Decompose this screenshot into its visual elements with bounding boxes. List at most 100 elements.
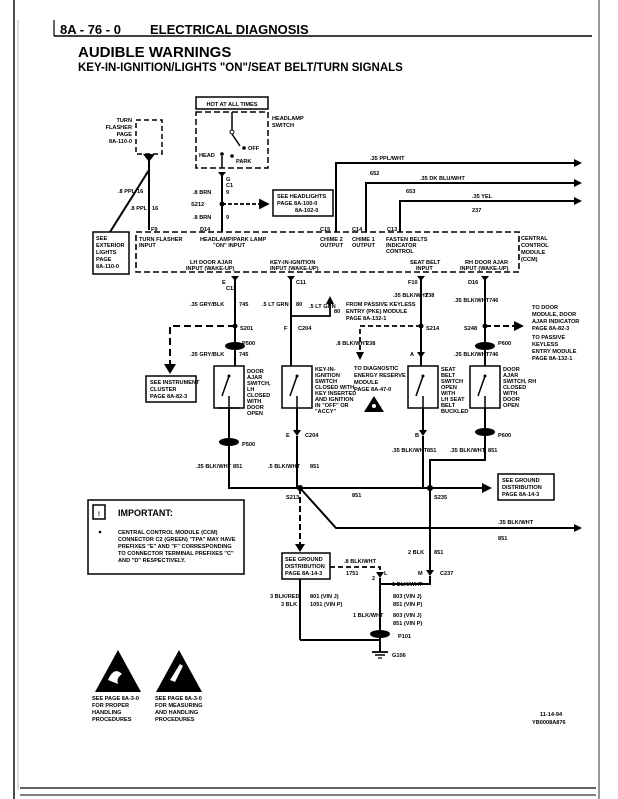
svg-text:851: 851 [427,448,436,454]
svg-text:L: L [384,571,388,577]
svg-text:.8 BLK/WHT: .8 BLK/WHT [344,559,377,565]
svg-text:IN "OFF" OR: IN "OFF" OR [315,403,349,409]
svg-text:G: G [226,177,230,183]
svg-text:1 BLK/WHT: 1 BLK/WHT [392,582,423,588]
esd-warning-icon-left: SEE PAGE 8A-3-0 FOR PROPER HANDLING PROC… [92,650,141,723]
svg-text:851 (VIN P): 851 (VIN P) [393,602,422,608]
svg-text:P600: P600 [498,433,511,439]
svg-text:KEY INSERTED: KEY INSERTED [315,391,356,397]
svg-text:FASTEN BELTS: FASTEN BELTS [386,237,428,243]
svg-text:ENERGY RESERVE: ENERGY RESERVE [354,373,406,379]
svg-text:AND HANDLING: AND HANDLING [155,710,198,716]
svg-text:238: 238 [366,341,375,347]
svg-text:S235: S235 [434,495,447,501]
svg-text:IMPORTANT:: IMPORTANT: [118,508,173,518]
svg-text:CLOSED WITH: CLOSED WITH [315,385,354,391]
svg-text:P500: P500 [242,341,255,347]
svg-text:"ON" INPUT: "ON" INPUT [213,243,246,249]
headlamp-park-wire: G C1 .8 BRN 9 S212 .8 BRN 9 D14 SEE HEAD… [191,172,334,233]
svg-text:851 (VIN P): 851 (VIN P) [393,621,422,627]
svg-text:P101: P101 [398,634,411,640]
svg-text:PAGE 8A-14-3: PAGE 8A-14-3 [502,492,539,498]
svg-text:C1: C1 [226,183,233,189]
svg-text:8A-110-0: 8A-110-0 [96,264,119,270]
footer: 11-14-94 YB0008A876 [532,712,566,726]
svg-text:BUCKLED: BUCKLED [441,409,468,415]
svg-text:SEE PAGE 8A-3-0: SEE PAGE 8A-3-0 [92,696,139,702]
svg-text:11-14-94: 11-14-94 [540,712,563,718]
svg-text:BELT: BELT [441,373,456,379]
svg-text:FLASHER: FLASHER [106,125,132,131]
svg-text:AND "D" RESPECTIVELY.: AND "D" RESPECTIVELY. [118,558,186,564]
svg-text:CHIME 2: CHIME 2 [320,237,343,243]
svg-text:D14: D14 [200,227,211,233]
svg-text:YB0008A876: YB0008A876 [532,720,566,726]
svg-text:C13: C13 [387,227,397,233]
svg-text:ENTRY (PKE) MODULE: ENTRY (PKE) MODULE [346,309,407,315]
svg-text:.8 BLK/WHT: .8 BLK/WHT [336,341,369,347]
svg-text:.5 LT GRN: .5 LT GRN [309,304,336,310]
svg-text:.8 BRN: .8 BRN [193,215,211,221]
svg-text:CLOSED: CLOSED [503,385,526,391]
svg-text:S212: S212 [191,202,204,208]
svg-text:TO PASSIVE: TO PASSIVE [532,335,565,341]
svg-text:HEADLAMP/PARK LAMP: HEADLAMP/PARK LAMP [200,237,266,243]
svg-text:ENTRY MODULE: ENTRY MODULE [532,349,577,355]
svg-text:EXTERIOR: EXTERIOR [96,243,125,249]
page-border [13,0,600,799]
svg-text:PAGE 8A-82-3: PAGE 8A-82-3 [532,326,569,332]
svg-text:OFF: OFF [248,146,260,152]
svg-text:C14: C14 [352,227,363,233]
svg-text:TO DIAGNOSTIC: TO DIAGNOSTIC [354,366,398,372]
central-control-module: CENTRAL CONTROL MODULE (CCM) TURN FLASHE… [135,231,549,273]
svg-text:S213: S213 [286,495,299,501]
svg-text:OUTPUT: OUTPUT [320,243,344,249]
svg-text:HEADLAMP: HEADLAMP [272,116,304,122]
svg-text:C204: C204 [305,433,319,439]
svg-text:TURN: TURN [116,118,132,124]
svg-text:FROM PASSIVE KEYLESS: FROM PASSIVE KEYLESS [346,302,416,308]
svg-text:803 (VIN J): 803 (VIN J) [393,613,422,619]
svg-text:"ACCY": "ACCY" [315,409,337,415]
svg-text:WITH: WITH [247,399,261,405]
svg-text:TO CONNECTOR TERMINAL PREFIXES: TO CONNECTOR TERMINAL PREFIXES "C" [118,551,234,557]
svg-text:.8 BRN: .8 BRN [193,190,211,196]
svg-text:HEAD: HEAD [199,153,215,159]
svg-text:PREFIXES "E" AND "F" CORRESPON: PREFIXES "E" AND "F" CORRESPONDING [118,544,232,550]
svg-text:SEE: SEE [96,236,107,242]
svg-text:OPEN: OPEN [441,385,457,391]
svg-text:MODULE, DOOR: MODULE, DOOR [532,312,576,318]
svg-text:PARK: PARK [236,159,251,165]
svg-text:F10: F10 [408,280,418,286]
svg-text:.8 PPL: .8 PPL [118,189,136,195]
page-subtitle: KEY-IN-IGNITION/LIGHTS "ON"/SEAT BELT/TU… [78,62,403,74]
svg-text:C15: C15 [320,227,330,233]
svg-text:.8 PPL: .8 PPL [130,206,148,212]
svg-text:.35 GRY/BLK: .35 GRY/BLK [190,302,224,308]
svg-text:AND IGNITION: AND IGNITION [315,397,354,403]
svg-text:.35 BLK/WHT: .35 BLK/WHT [498,520,534,526]
svg-text:CONTROL: CONTROL [386,249,414,255]
svg-text:C12: C12 [226,286,236,292]
svg-text:.35 BLK/WHT: .35 BLK/WHT [196,464,232,470]
svg-text:1 BLK/WHT: 1 BLK/WHT [353,613,384,619]
svg-text:P600: P600 [498,341,511,347]
svg-text:OUTPUT: OUTPUT [352,243,376,249]
svg-text:DOOR: DOOR [503,397,520,403]
svg-text:238: 238 [425,293,434,299]
esd-warning-icon-right: SEE PAGE 8A-3-0 FOR MEASURING AND HANDLI… [155,650,203,723]
svg-text:652: 652 [370,171,379,177]
svg-text:851: 851 [352,493,361,499]
svg-text:851: 851 [498,536,507,542]
svg-text:DOOR: DOOR [503,367,520,373]
svg-text:AJAR: AJAR [247,375,262,381]
svg-text:DOOR: DOOR [247,405,264,411]
svg-text:WITH: WITH [441,391,455,397]
svg-text:CONTROL: CONTROL [521,243,549,249]
svg-text:CENTRAL: CENTRAL [521,236,548,242]
svg-text:C237: C237 [440,571,453,577]
svg-text:801 (VIN J): 801 (VIN J) [310,594,339,600]
svg-text:DISTRIBUTION: DISTRIBUTION [502,485,542,491]
